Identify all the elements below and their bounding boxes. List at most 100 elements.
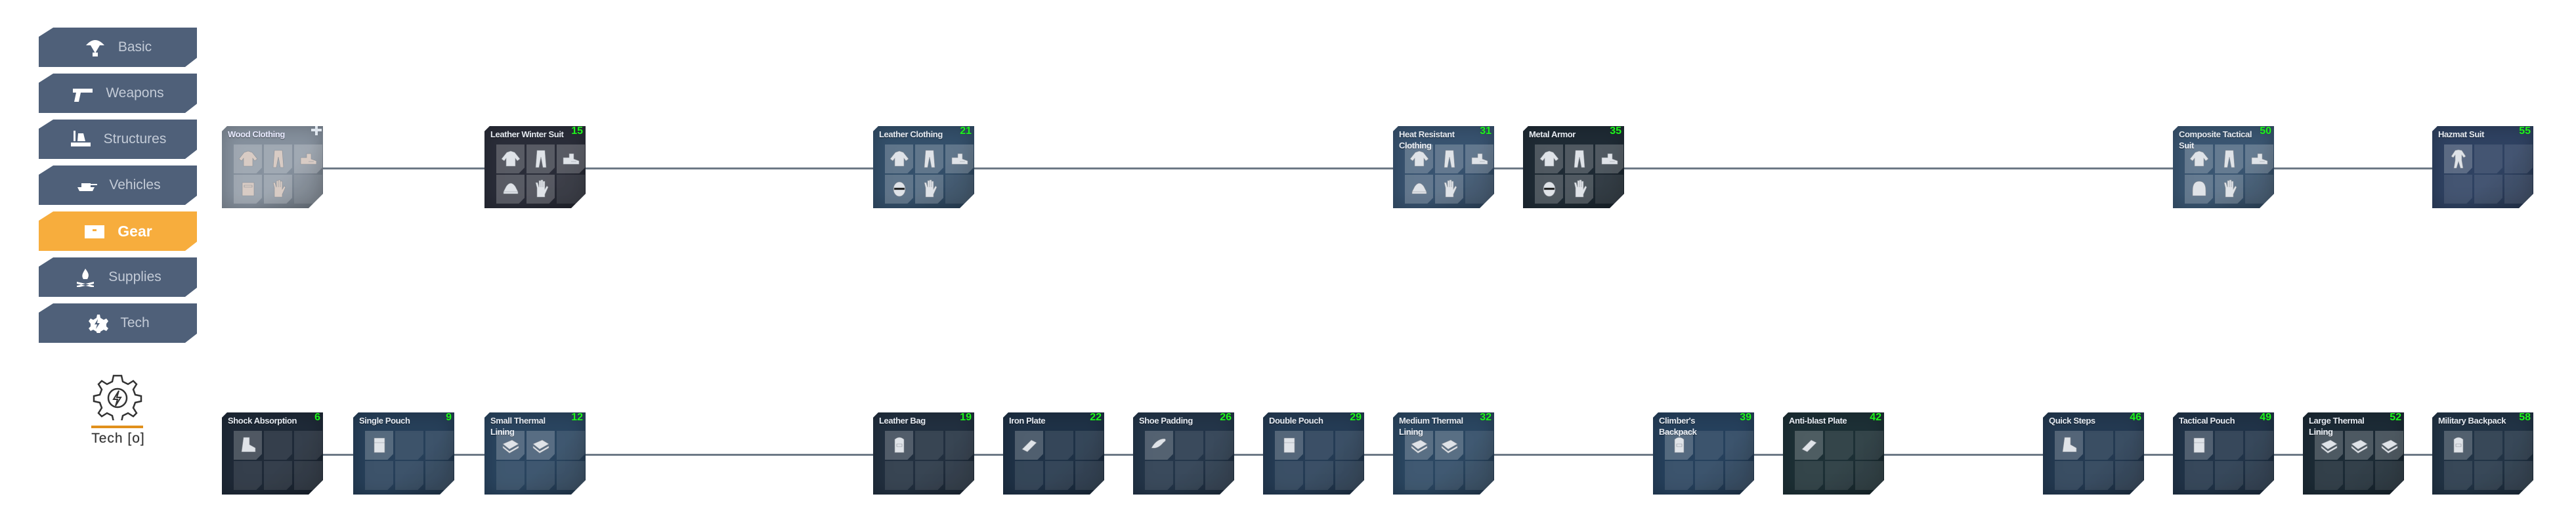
- item-slot[interactable]: [264, 144, 292, 173]
- item-slot[interactable]: [2444, 431, 2472, 460]
- item-slot[interactable]: [294, 144, 322, 173]
- item-slot[interactable]: [945, 144, 974, 173]
- card-title: Climber's Backpack: [1659, 416, 1697, 437]
- card-title: Shock Absorption: [228, 416, 297, 426]
- item-slot[interactable]: [1535, 175, 1563, 204]
- item-slot[interactable]: [1145, 431, 1173, 460]
- boots-icon: [949, 148, 970, 169]
- item-slot[interactable]: [2315, 431, 2343, 460]
- empty-slot: [1045, 461, 1073, 490]
- item-slot[interactable]: [915, 175, 943, 204]
- item-slot[interactable]: [1595, 144, 1623, 173]
- item-slot[interactable]: [526, 175, 555, 204]
- item-slot[interactable]: [1565, 144, 1593, 173]
- item-slot[interactable]: [2444, 144, 2472, 173]
- item-slot[interactable]: [264, 175, 292, 204]
- card-title: Medium Thermal Lining: [1399, 416, 1463, 437]
- item-slot[interactable]: [2245, 144, 2273, 173]
- item-slot[interactable]: [234, 144, 262, 173]
- empty-slot: [2085, 431, 2113, 460]
- item-slot[interactable]: [1665, 431, 1693, 460]
- empty-slot: [1825, 431, 1853, 460]
- item-slot[interactable]: [1405, 175, 1433, 204]
- item-slot[interactable]: [526, 144, 555, 173]
- item-slot[interactable]: [496, 175, 525, 204]
- item-slot[interactable]: [885, 431, 913, 460]
- item-slot-grid: [885, 144, 974, 204]
- item-slot[interactable]: [2215, 175, 2243, 204]
- item-slot[interactable]: [2375, 431, 2403, 460]
- sidebar-item-vehicles[interactable]: Vehicles: [39, 166, 197, 205]
- item-slot[interactable]: [1015, 431, 1043, 460]
- item-slot[interactable]: [1565, 175, 1593, 204]
- empty-slot: [2474, 461, 2502, 490]
- sidebar-item-gear[interactable]: Gear: [39, 211, 197, 251]
- plus-icon[interactable]: [311, 125, 322, 135]
- item-slot[interactable]: [885, 144, 913, 173]
- gloves-icon: [2219, 179, 2240, 200]
- sidebar-item-structures[interactable]: Structures: [39, 120, 197, 159]
- item-slot[interactable]: [2185, 431, 2213, 460]
- tech-points-label[interactable]: Tech [o]: [85, 431, 151, 447]
- item-slot[interactable]: [1795, 431, 1823, 460]
- gloves-icon: [919, 179, 940, 200]
- item-slot[interactable]: [234, 431, 262, 460]
- item-slot-grid: [1405, 144, 1493, 204]
- empty-slot: [2474, 144, 2502, 173]
- item-slot[interactable]: [365, 431, 393, 460]
- item-slot[interactable]: [1435, 144, 1463, 173]
- item-slot[interactable]: [2055, 431, 2083, 460]
- item-slot[interactable]: [1465, 144, 1493, 173]
- empty-slot: [1335, 461, 1363, 490]
- item-slot[interactable]: [915, 144, 943, 173]
- item-slot[interactable]: [1435, 431, 1463, 460]
- sidebar-item-tech[interactable]: Tech: [39, 303, 197, 343]
- item-slot[interactable]: [885, 175, 913, 204]
- item-slot[interactable]: [2345, 431, 2373, 460]
- item-slot[interactable]: [2215, 144, 2243, 173]
- tech-card-wood-clothing[interactable]: Wood Clothing: [222, 126, 323, 208]
- item-slot[interactable]: [2185, 175, 2213, 204]
- item-slot[interactable]: [1435, 175, 1463, 204]
- sidebar-item-weapons[interactable]: Weapons: [39, 74, 197, 113]
- item-slot[interactable]: [496, 431, 525, 460]
- boots-icon: [561, 148, 582, 169]
- empty-slot: [425, 431, 454, 460]
- item-slot[interactable]: [1405, 144, 1433, 173]
- insole-icon: [1149, 435, 1170, 456]
- item-slot[interactable]: [2185, 144, 2213, 173]
- sidebar-item-supplies[interactable]: Supplies: [39, 257, 197, 297]
- item-slot[interactable]: [1405, 431, 1433, 460]
- sidebar-item-label: Structures: [103, 131, 167, 146]
- sidebar-item-basic[interactable]: Basic: [39, 28, 197, 67]
- item-slot[interactable]: [1535, 144, 1563, 173]
- item-slot[interactable]: [557, 144, 585, 173]
- boots-icon: [1599, 148, 1620, 169]
- item-slot[interactable]: [1275, 431, 1303, 460]
- item-slot[interactable]: [526, 431, 555, 460]
- item-slot[interactable]: [234, 175, 262, 204]
- empty-slot: [1175, 461, 1203, 490]
- sidebar-item-label: Supplies: [108, 269, 161, 284]
- item-slot[interactable]: [496, 144, 525, 173]
